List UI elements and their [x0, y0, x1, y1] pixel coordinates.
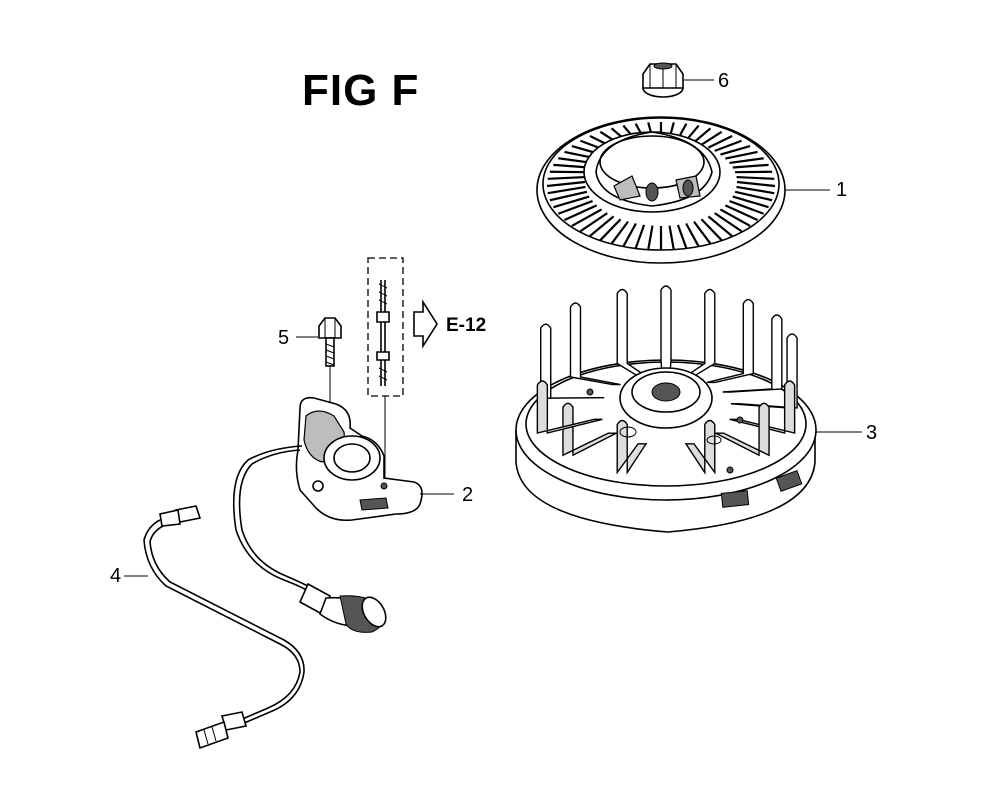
flywheel-vane	[536, 380, 603, 434]
screen-slot	[610, 220, 629, 245]
screen-slot	[599, 218, 622, 241]
screen-slot	[700, 218, 723, 241]
screen-slot	[549, 190, 588, 202]
flywheel-vane	[562, 402, 617, 457]
screen-slot	[725, 150, 758, 160]
screen-slot	[714, 139, 742, 152]
screen-slot	[634, 224, 646, 249]
reference-label[interactable]: E-12	[446, 315, 487, 336]
flywheel-vane	[722, 314, 783, 393]
screen-slot	[622, 223, 637, 247]
screen-slot	[724, 204, 758, 222]
screen-slot	[720, 145, 751, 156]
screen-slot	[685, 223, 700, 247]
screen-slot	[732, 163, 769, 169]
screen-slot	[579, 212, 608, 233]
flywheel-vane	[684, 419, 716, 475]
flywheel-vane	[706, 298, 754, 384]
screen-slot	[736, 175, 775, 180]
callout-6[interactable]: 6	[718, 70, 730, 92]
screen-slot	[571, 208, 603, 227]
screen-slot	[707, 215, 733, 237]
callout-1[interactable]: 1	[836, 179, 848, 201]
screen-slot	[564, 204, 598, 222]
callout-2[interactable]: 2	[462, 484, 474, 506]
part-6-nut	[642, 62, 684, 98]
screen-slot	[732, 195, 769, 209]
screen-slot	[547, 175, 586, 180]
screen-slot	[647, 225, 654, 250]
screen-slot	[719, 208, 751, 227]
part-1-fan-screen	[536, 116, 786, 264]
flywheel-vane	[683, 288, 716, 377]
screen-slot	[700, 130, 723, 146]
part-5-bolt	[318, 317, 342, 367]
part-3-flywheel	[515, 285, 817, 533]
figure-title: FIG F	[302, 66, 420, 115]
screen-slot	[668, 225, 675, 250]
screen-slot	[693, 127, 712, 144]
callout-3[interactable]: 3	[866, 422, 878, 444]
part-4-stop-wire	[143, 505, 305, 750]
screen-slot	[546, 180, 586, 188]
screen-slots	[546, 122, 776, 250]
screen-slot	[729, 157, 764, 164]
flywheel-vane	[715, 402, 770, 457]
screen-slot	[714, 212, 743, 233]
screen-slot	[707, 134, 733, 149]
screen-slot	[553, 163, 590, 169]
flywheel-vanes	[536, 285, 798, 475]
screen-slot	[736, 185, 775, 195]
screen-slot	[547, 185, 586, 195]
part-2-ignition-coil	[295, 396, 423, 522]
flywheel-vane	[729, 380, 796, 434]
screen-slot	[557, 200, 593, 215]
screen-slot	[734, 190, 773, 202]
screen-slot	[676, 224, 688, 249]
screen-slot	[553, 195, 590, 209]
flywheel-vane	[569, 302, 621, 386]
screen-slot	[589, 215, 615, 237]
plug-lead	[232, 445, 387, 633]
flywheel-vane	[616, 288, 649, 377]
reference-box-e12	[367, 257, 438, 397]
flywheel-vane	[616, 419, 648, 475]
flywheel-vane	[660, 285, 672, 375]
screen-slot	[693, 220, 712, 245]
callout-5[interactable]: 5	[278, 327, 290, 349]
screen-slot	[729, 200, 765, 215]
screen-slot	[736, 180, 776, 188]
callout-4[interactable]: 4	[110, 565, 122, 587]
